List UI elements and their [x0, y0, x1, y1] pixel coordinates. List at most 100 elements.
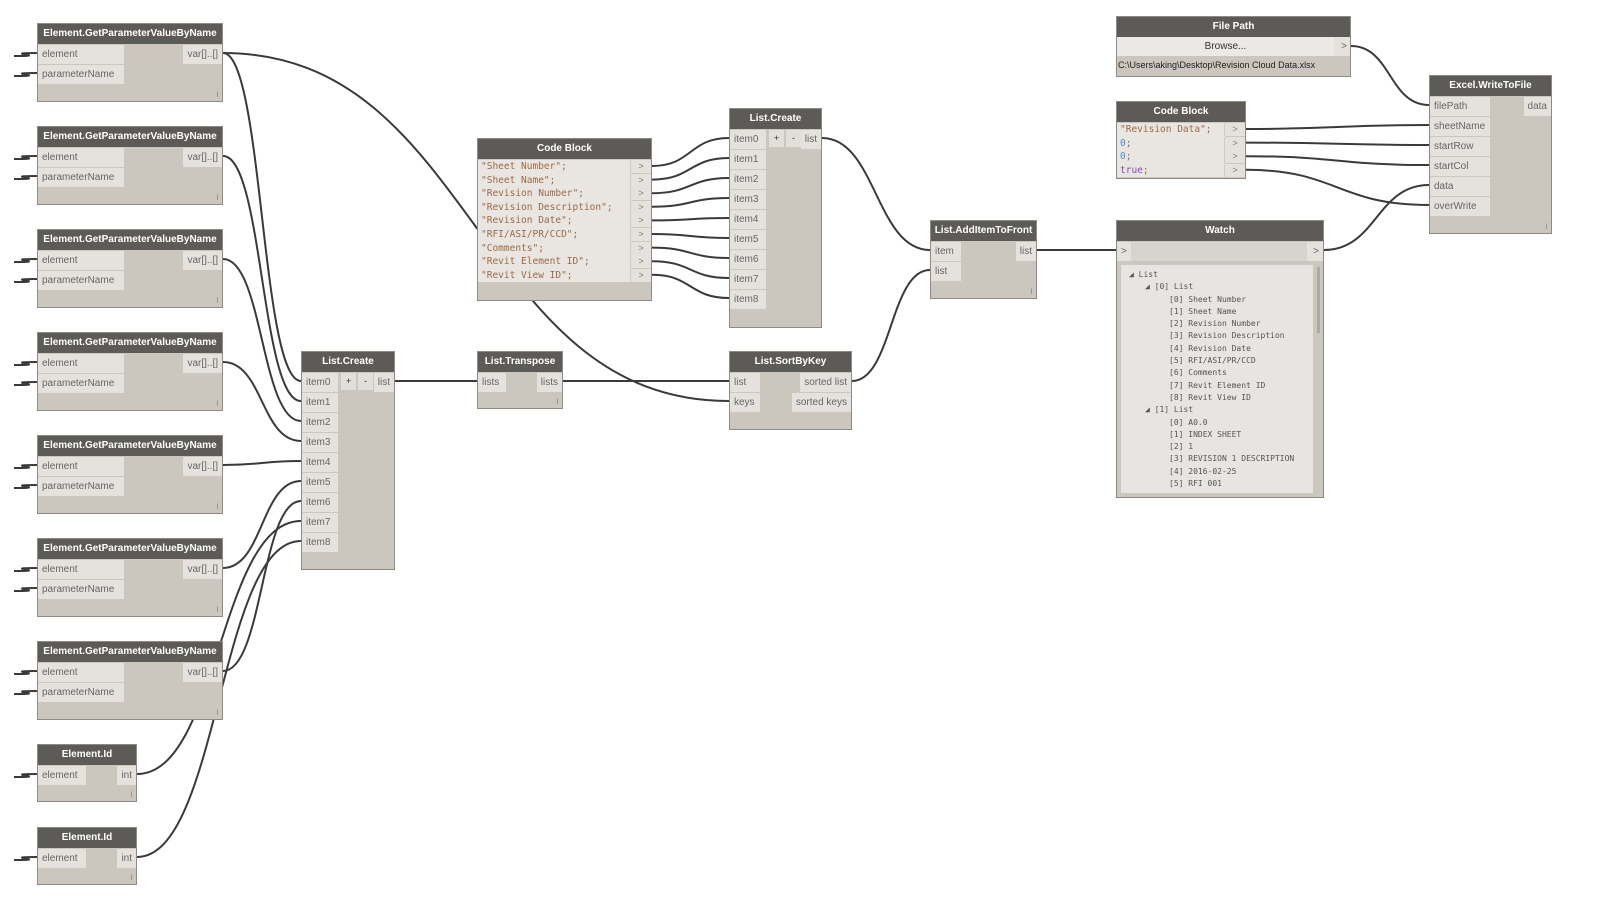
wire-sbk-to-aif[interactable] [851, 269, 931, 382]
browse-button[interactable]: Browse... [1117, 37, 1334, 56]
watch-tree-item[interactable]: [7] Revit Element ID [1169, 380, 1266, 390]
input-port-item7[interactable]: item7 [302, 513, 338, 532]
node-watch[interactable]: Watch>>◢ List◢ [0] List[0] Sheet Number[… [1116, 220, 1324, 498]
watch-tree-item[interactable]: [4] 2016-02-25 [1169, 466, 1237, 476]
wire-cb2-to-xl[interactable] [1245, 141, 1430, 146]
watch-tree-item[interactable]: [5] RFI/ASI/PR/CCD [1169, 356, 1256, 366]
input-port-list[interactable]: list [931, 262, 961, 281]
watch-tree-item[interactable]: [6] Comments [1169, 368, 1227, 378]
wire-cb2-to-xl[interactable] [1245, 124, 1430, 130]
incoming-wire[interactable] [13, 278, 38, 283]
code-line[interactable]: "Revit View ID"; [478, 268, 631, 283]
wire-gpv0-to-lc1[interactable] [222, 52, 302, 382]
input-port-element[interactable]: element [38, 849, 86, 868]
output-port-sorted-keys[interactable]: sorted keys [791, 393, 851, 412]
output-port-lists[interactable]: lists [536, 373, 562, 392]
wire-gpv6-to-lc1[interactable] [222, 500, 302, 672]
watch-tree-item[interactable]: [5] RFI 001 [1169, 479, 1222, 489]
input-port-item0[interactable]: item0 [730, 130, 766, 149]
watch-tree-item[interactable]: ◢ [0] List [1145, 282, 1194, 292]
input-port-keys[interactable]: keys [730, 393, 760, 412]
wire-cb1-to-lc2[interactable] [651, 273, 730, 299]
input-port-element[interactable]: element [38, 251, 124, 270]
lacing-indicator[interactable]: l [216, 298, 218, 305]
input-port-item7[interactable]: item7 [730, 270, 766, 289]
lacing-indicator[interactable]: l [130, 792, 132, 799]
input-port-item0[interactable]: item0 [302, 373, 338, 392]
input-port-element[interactable]: element [38, 663, 124, 682]
input-port-item6[interactable]: item6 [302, 493, 338, 512]
wire-gpv4-to-lc1[interactable] [222, 460, 302, 466]
output-port[interactable]: > [1334, 37, 1350, 56]
code-line[interactable]: "RFI/ASI/PR/CCD"; [478, 228, 631, 242]
watch-tree[interactable]: ◢ List◢ [0] List[0] Sheet Number[1] Shee… [1121, 265, 1313, 493]
wire-cb1-to-lc2[interactable] [651, 177, 730, 195]
input-port[interactable]: > [1117, 242, 1131, 261]
lacing-indicator[interactable]: l [216, 401, 218, 408]
input-port-parametername[interactable]: parameterName [38, 271, 124, 290]
incoming-wire[interactable] [13, 258, 38, 263]
output-port[interactable]: > [1224, 163, 1245, 177]
code-line[interactable]: "Sheet Number"; [478, 160, 631, 174]
code-line[interactable]: "Revision Description"; [478, 200, 631, 215]
output-port[interactable]: > [1224, 123, 1245, 136]
output-port[interactable]: > [1224, 136, 1245, 150]
lacing-indicator[interactable]: l [216, 92, 218, 99]
incoming-wire[interactable] [13, 856, 38, 861]
code-line[interactable]: "Revision Date"; [478, 214, 631, 228]
incoming-wire[interactable] [13, 567, 38, 572]
input-port-parametername[interactable]: parameterName [38, 65, 124, 84]
output-port-var-[interactable]: var[]..[] [183, 251, 222, 270]
watch-tree-item[interactable]: [3] Revision Description [1169, 331, 1285, 341]
watch-tree-item[interactable]: [2] 1 [1169, 442, 1194, 452]
input-port-item3[interactable]: item3 [730, 190, 766, 209]
output-port[interactable]: > [630, 187, 651, 201]
input-port-parametername[interactable]: parameterName [38, 580, 124, 599]
wire-cb1-to-lc2[interactable] [651, 233, 730, 239]
watch-tree-item[interactable]: [0] Sheet Number [1169, 294, 1247, 304]
incoming-wire[interactable] [13, 72, 38, 77]
node-cb1[interactable]: Code Block"Sheet Number";>"Sheet Name";>… [477, 138, 652, 301]
output-port-var-[interactable]: var[]..[] [183, 148, 222, 167]
incoming-wire[interactable] [13, 587, 38, 592]
code-line[interactable]: 0; [1117, 136, 1225, 151]
output-port-list[interactable]: list [1015, 242, 1036, 261]
output-port-int[interactable]: int [117, 766, 136, 785]
input-port-startcol[interactable]: startCol [1430, 157, 1490, 176]
input-port-overwrite[interactable]: overWrite [1430, 197, 1490, 216]
output-port[interactable]: > [630, 173, 651, 187]
output-port[interactable]: > [1224, 150, 1245, 164]
input-port-item5[interactable]: item5 [730, 230, 766, 249]
wire-cb1-to-lc2[interactable] [651, 246, 730, 259]
input-port-element[interactable]: element [38, 766, 86, 785]
watch-scrollbar[interactable] [1317, 267, 1320, 333]
code-line[interactable]: true; [1117, 163, 1225, 178]
remove-input-button[interactable]: - [786, 130, 801, 147]
output-port-data[interactable]: data [1523, 97, 1551, 116]
input-port-parametername[interactable]: parameterName [38, 168, 124, 187]
watch-tree-item[interactable]: [8] Revit View ID [1169, 392, 1251, 402]
wire-cb1-to-lc2[interactable] [651, 137, 730, 167]
input-port-data[interactable]: data [1430, 177, 1490, 196]
watch-tree-item[interactable]: ◢ List [1129, 270, 1158, 279]
code-line[interactable]: 0; [1117, 150, 1225, 164]
wire-gpv5-to-lc1[interactable] [222, 480, 302, 569]
wire-gpv2-to-lc1[interactable] [222, 258, 302, 422]
lacing-indicator[interactable]: l [130, 875, 132, 882]
input-port-item2[interactable]: item2 [302, 413, 338, 432]
add-input-button[interactable]: + [341, 373, 356, 390]
input-port-item[interactable]: item [931, 242, 961, 261]
wire-gpv3-to-lc1[interactable] [222, 361, 302, 442]
input-port-item6[interactable]: item6 [730, 250, 766, 269]
output-port[interactable]: > [630, 214, 651, 228]
output-port-var-[interactable]: var[]..[] [183, 45, 222, 64]
wire-cb2-to-xl[interactable] [1245, 155, 1430, 166]
